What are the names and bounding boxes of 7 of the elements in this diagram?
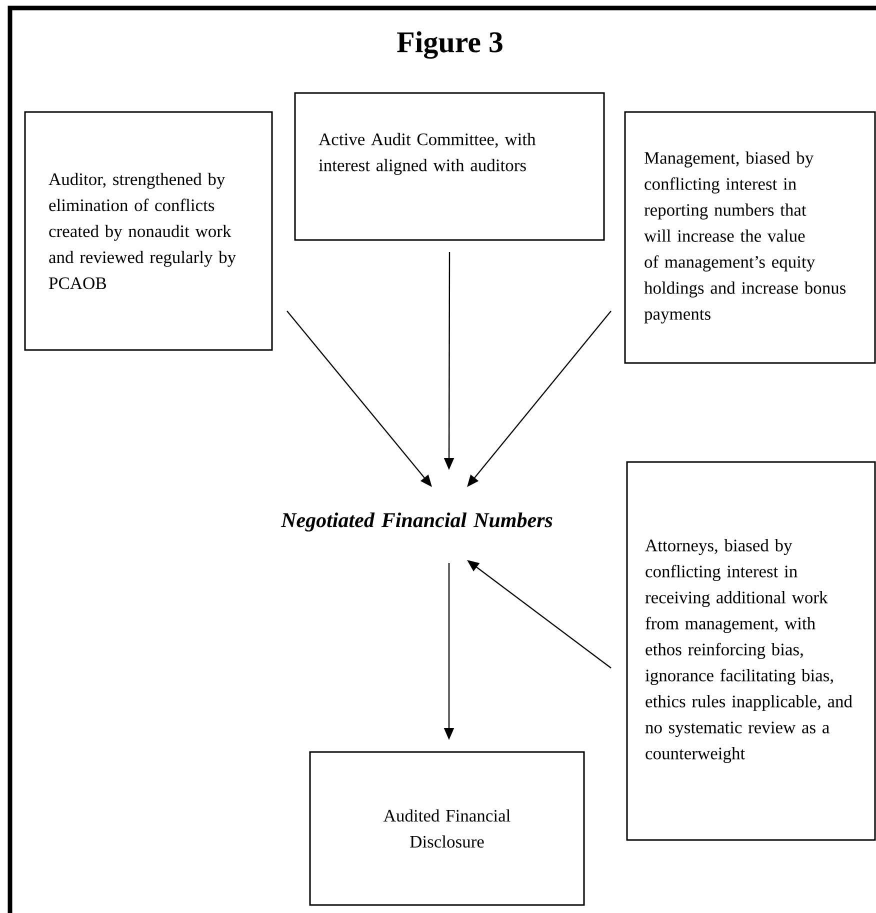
text-box: Active Audit Committee, with interest aligned with auditors: [294, 92, 605, 241]
text-box: Auditor, strengthened by elimination of conflicts created by nonaudit work and reviewed regularly by PCAOB: [24, 111, 273, 351]
text-box: Audited Financial Disclosure: [309, 751, 585, 906]
figure-title: Figure 3: [397, 31, 502, 59]
text-box: Attorneys, biased by conflicting interest in receiving additional work from management, with ethos reinforcing bias, ignorance facilitating bias, ethics rules inapplicable, and no systematic review as a counterweight: [626, 461, 876, 841]
center-label: Negotiated Financial Numbers: [280, 512, 552, 532]
text-box: Management, biased by conflicting interest in reporting numbers that will increase the value of management’s equity holdings and increase bonus payments: [624, 111, 876, 364]
